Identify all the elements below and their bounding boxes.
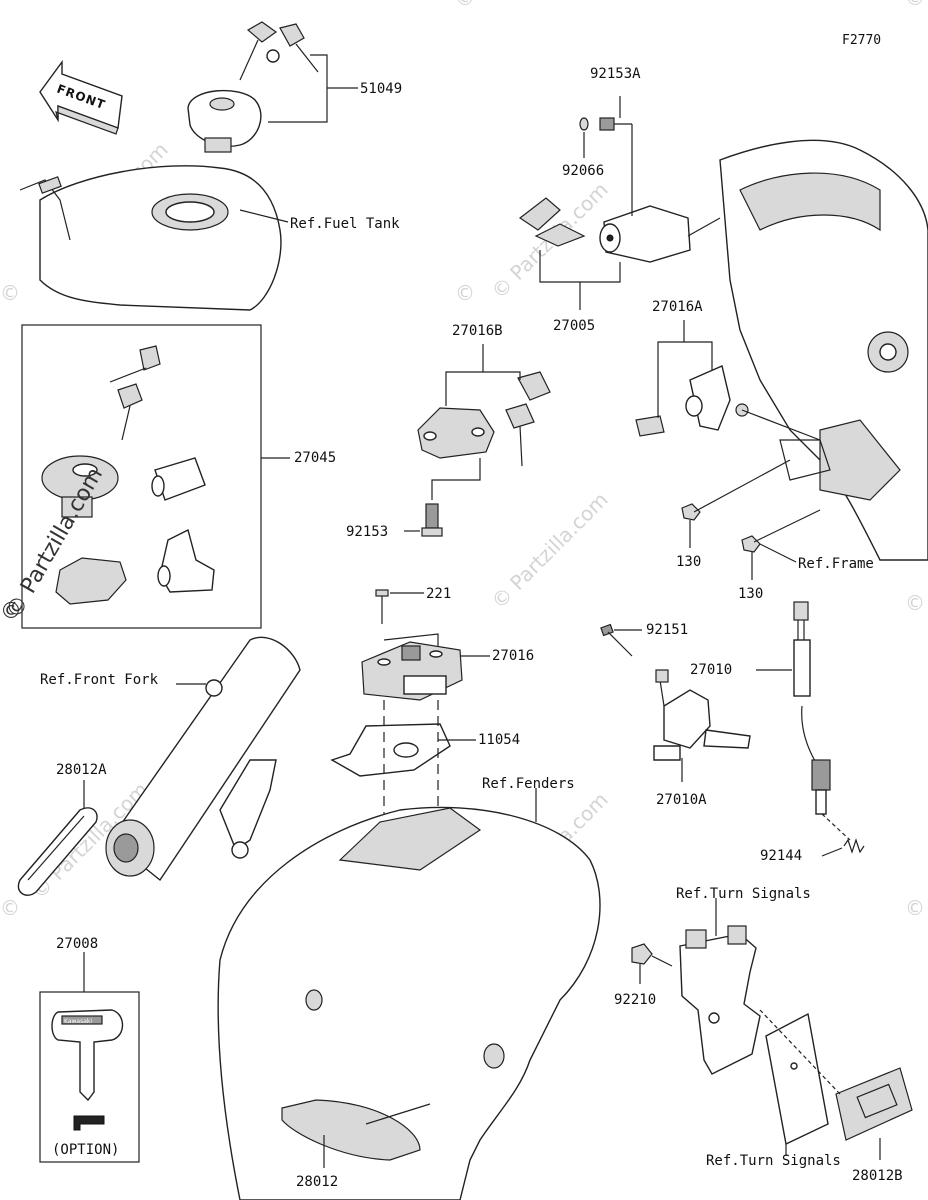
mount-27016-drawing — [361, 641, 463, 701]
watermark-text: © — [455, 281, 475, 305]
part-label-28012A[interactable]: 28012A — [56, 762, 107, 778]
part-label-27010[interactable]: 27010 — [690, 662, 732, 678]
cap-92066-drawing — [579, 117, 589, 131]
key-brand-text: Kawasaki — [64, 1018, 92, 1025]
part-label-28012B[interactable]: 28012B — [852, 1168, 903, 1184]
bolt-92151-drawing — [600, 623, 633, 657]
part-label-92153A[interactable]: 92153A — [590, 66, 641, 82]
kit-27045-box — [21, 324, 262, 629]
option-key-box — [39, 991, 140, 1163]
leader-27016A — [657, 341, 713, 418]
copyright-icon: © — [0, 599, 22, 624]
plate-11054-drawing — [330, 723, 451, 777]
watermark-text: © — [905, 591, 925, 615]
ref-turn-signals-top[interactable]: Ref.Turn Signals — [676, 886, 811, 902]
bracket-27016B-drawing — [417, 371, 551, 467]
part-label-27008[interactable]: 27008 — [56, 936, 98, 952]
watermark-text: © — [905, 896, 925, 920]
part-label-27016[interactable]: 27016 — [492, 648, 534, 664]
fender-drawing — [217, 806, 601, 1200]
part-label-28012[interactable]: 28012 — [296, 1174, 338, 1190]
watermark-layer: © © © © © © © © © © Partzilla.com © Part… — [0, 0, 925, 920]
ref-turn-signals-bottom[interactable]: Ref.Turn Signals — [706, 1153, 841, 1169]
part-label-92151[interactable]: 92151 — [646, 622, 688, 638]
key-pair-top-drawing — [239, 21, 319, 81]
front-fork-drawing — [105, 636, 301, 882]
watermark-text: © — [455, 0, 475, 10]
bracket-27016A-drawing — [635, 365, 749, 437]
bolt-130a-drawing — [681, 503, 701, 521]
figure-code: F2770 — [842, 33, 881, 48]
leader-27016B — [445, 371, 521, 406]
bolt-130b-drawing — [741, 535, 761, 553]
watermark-text: © — [0, 281, 20, 305]
spring-92144-drawing — [843, 838, 865, 854]
part-label-27010A[interactable]: 27010A — [656, 792, 707, 808]
ignition-switch-drawing — [518, 197, 721, 263]
watermark-text: © — [905, 0, 925, 10]
fuel-cap-drawing — [187, 89, 262, 153]
kit-27045-contents — [41, 345, 215, 605]
part-label-92153[interactable]: 92153 — [346, 524, 388, 540]
part-label-92144[interactable]: 92144 — [760, 848, 802, 864]
reflector-28012A-drawing — [17, 807, 98, 896]
part-label-92066[interactable]: 92066 — [562, 163, 604, 179]
screw-92153A-drawing — [599, 117, 632, 131]
reflector-28012B-drawing — [835, 1067, 913, 1141]
ref-fenders[interactable]: Ref.Fenders — [482, 776, 575, 792]
leader-92153 — [431, 458, 481, 500]
leader-51049 — [268, 54, 328, 123]
leader-fuel-tank — [239, 209, 289, 223]
part-label-11054[interactable]: 11054 — [478, 732, 520, 748]
leader-27016 — [383, 633, 439, 646]
option-label[interactable]: (OPTION) — [52, 1142, 119, 1158]
part-label-27016B[interactable]: 27016B — [452, 323, 503, 339]
nut-92210-drawing — [631, 943, 653, 965]
part-label-130a[interactable]: 130 — [676, 554, 701, 570]
bolt-92153-drawing — [421, 503, 443, 537]
watermark-text: © — [0, 896, 20, 920]
part-label-221[interactable]: 221 — [426, 586, 451, 602]
option-key-drawing: Kawasaki — [51, 1009, 124, 1131]
part-label-27045[interactable]: 27045 — [294, 450, 336, 466]
license-bracket-drawing — [679, 925, 761, 1075]
ref-fuel-tank[interactable]: Ref.Fuel Tank — [290, 216, 400, 232]
fuel-tank-drawing — [19, 165, 282, 311]
screw-221-drawing — [375, 589, 389, 624]
front-arrow-icon: FRONT — [39, 59, 123, 135]
frame-drawing — [719, 139, 928, 561]
switch-27010-drawing — [793, 601, 831, 815]
plate-bracket-drawing — [765, 1012, 829, 1146]
part-label-92210[interactable]: 92210 — [614, 992, 656, 1008]
part-label-27016A[interactable]: 27016A — [652, 299, 703, 315]
ref-front-fork[interactable]: Ref.Front Fork — [40, 672, 159, 688]
part-label-130b[interactable]: 130 — [738, 586, 763, 602]
part-label-27005[interactable]: 27005 — [553, 318, 595, 334]
watermark-text: © Partzilla.com — [487, 487, 613, 613]
switch-27010A-drawing — [653, 669, 751, 761]
ref-frame[interactable]: Ref.Frame — [798, 556, 874, 572]
part-label-51049[interactable]: 51049 — [360, 81, 402, 97]
